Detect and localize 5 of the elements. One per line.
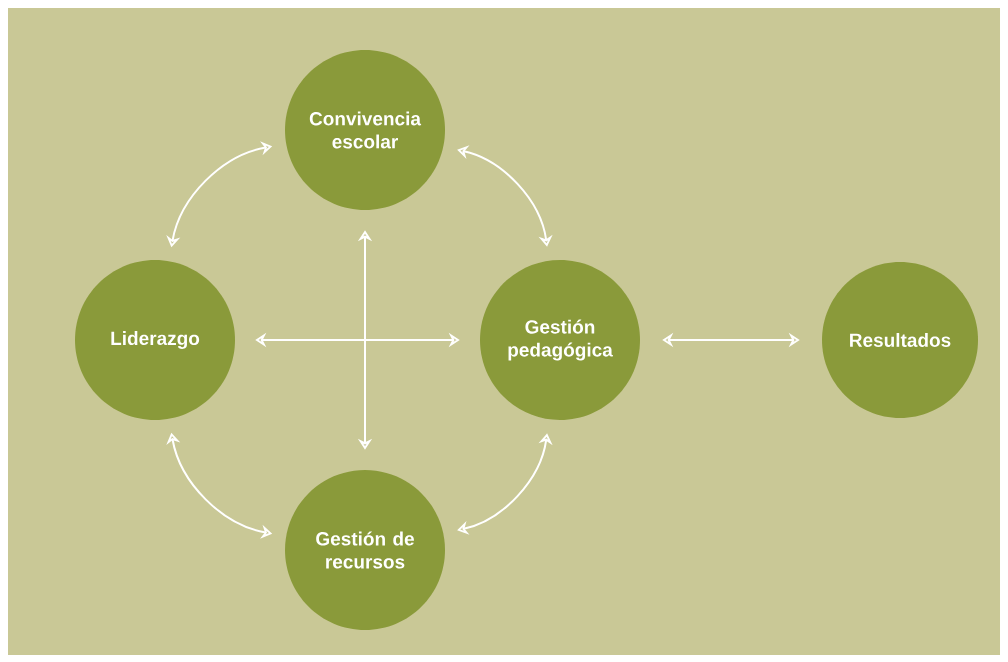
- circle-node: Gestión pedagógica: [480, 260, 640, 420]
- circle-node: Gestión de recursos: [285, 470, 445, 630]
- circle-node: Convivencia escolar: [285, 50, 445, 210]
- circle-node: Liderazgo: [75, 260, 235, 420]
- circle-node: Resultados: [822, 262, 978, 418]
